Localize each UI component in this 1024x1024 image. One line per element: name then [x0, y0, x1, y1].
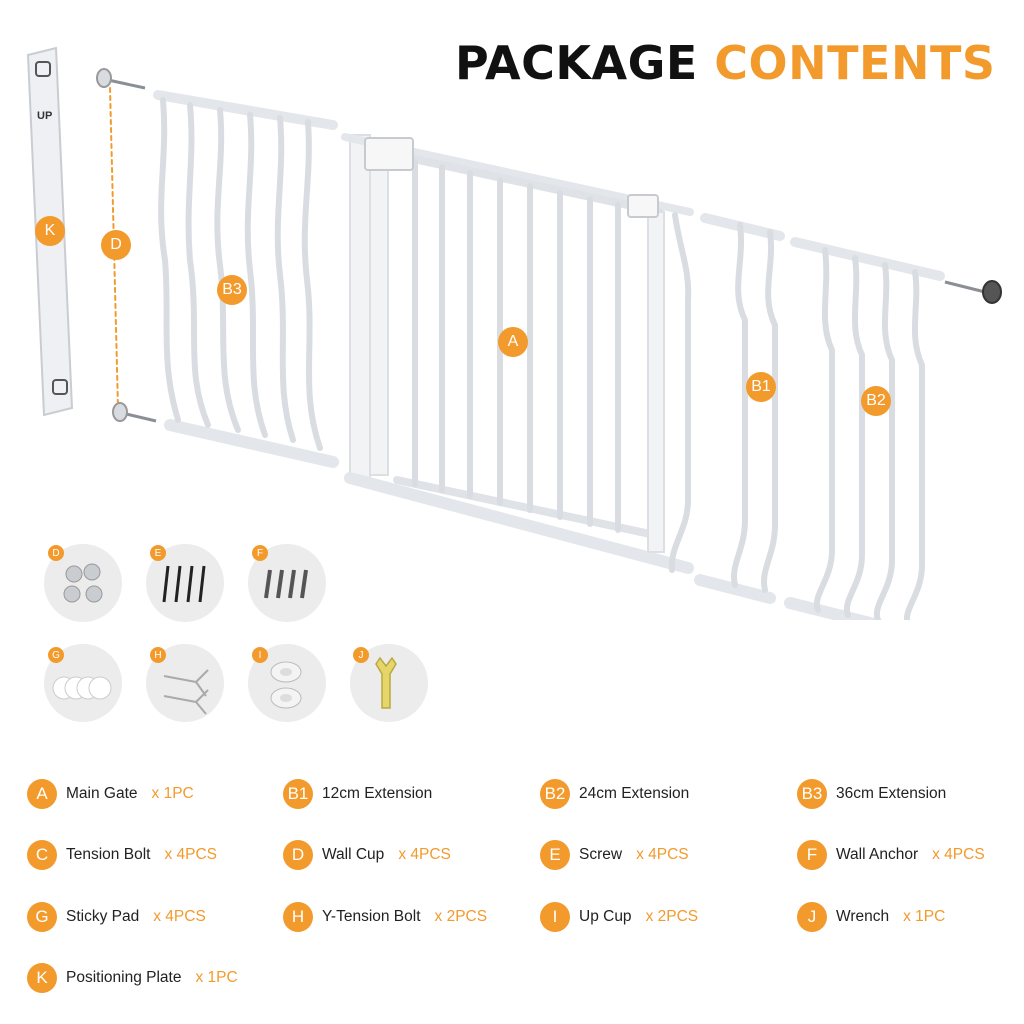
sticky-pad-icon: [52, 676, 112, 700]
legend-name: 36cm Extension: [836, 785, 947, 802]
wall-cup-icon: [63, 563, 103, 603]
legend-name: Wall Anchor: [836, 846, 919, 863]
plate-hole-bottom: [52, 379, 68, 395]
y-tension-bolt-icon: [163, 669, 209, 715]
legend-name: Up Cup: [579, 908, 632, 925]
title-part-1: PACKAGE: [455, 36, 698, 90]
legend-marker: G: [27, 902, 57, 932]
legend-marker: B3: [797, 779, 827, 809]
legend-name: Positioning Plate: [66, 969, 182, 986]
legend-marker: D: [283, 840, 313, 870]
legend-item-f: F Wall Anchor x 4PCS: [797, 840, 985, 870]
legend-item-b3: B3 36cm Extension: [797, 779, 946, 809]
marker-b2: B2: [861, 386, 891, 416]
legend-name: Wrench: [836, 908, 890, 925]
legend-item-g: G Sticky Pad x 4PCS: [27, 902, 206, 932]
legend-name: Tension Bolt: [66, 846, 151, 863]
legend-item-d: D Wall Cup x 4PCS: [283, 840, 451, 870]
legend-marker: K: [27, 963, 57, 993]
page-title: PACKAGE CONTENTS: [455, 36, 995, 90]
legend-name: Y-Tension Bolt: [322, 908, 421, 925]
screw-icon: [162, 565, 206, 603]
thumb-marker-i: I: [252, 647, 268, 663]
extension-b3: [153, 90, 339, 468]
legend-qty: x 4PCS: [153, 908, 206, 925]
main-gate-a: [341, 133, 694, 574]
legend-qty: x 1PC: [903, 908, 946, 925]
legend-marker: H: [283, 902, 313, 932]
title-part-2: CONTENTS: [714, 36, 996, 90]
legend-qty: x 2PCS: [645, 908, 699, 925]
marker-b1: B1: [746, 372, 776, 402]
up-cup-icon: [270, 661, 302, 709]
legend-qty: x 2PCS: [434, 908, 488, 925]
legend-name: Screw: [579, 846, 623, 863]
thumb-marker-d: D: [48, 545, 64, 561]
legend-name: 24cm Extension: [579, 785, 690, 802]
legend-item-c: C Tension Bolt x 4PCS: [27, 840, 217, 870]
marker-a: A: [498, 327, 528, 357]
thumb-marker-g: G: [48, 647, 64, 663]
wrench-icon: [375, 656, 397, 709]
plate-up-label: UP: [37, 110, 53, 122]
wall-anchor-icon: [264, 569, 308, 599]
extension-b1: [694, 213, 785, 604]
legend-item-b2: B2 24cm Extension: [540, 779, 689, 809]
extension-b2: [784, 237, 945, 620]
part-thumb-i: [248, 644, 326, 722]
legend-marker: C: [27, 840, 57, 870]
gate-illustration: [26, 46, 1002, 620]
legend-qty: x 1PC: [151, 785, 194, 802]
legend-qty: x 4PCS: [398, 846, 451, 863]
legend-qty: x 4PCS: [932, 846, 985, 863]
thumb-marker-f: F: [252, 545, 268, 561]
legend-item-h: H Y-Tension Bolt x 2PCS: [283, 902, 487, 932]
legend-marker: J: [797, 902, 827, 932]
legend-name: Sticky Pad: [66, 908, 140, 925]
legend-item-b1: B1 12cm Extension: [283, 779, 432, 809]
legend-marker: A: [27, 779, 57, 809]
legend-item-k: K Positioning Plate x 1PC: [27, 963, 238, 993]
marker-d: D: [101, 230, 131, 260]
legend-item-j: J Wrench x 1PC: [797, 902, 945, 932]
legend-name: Wall Cup: [322, 846, 385, 863]
thumb-marker-h: H: [150, 647, 166, 663]
thumb-marker-j: J: [353, 647, 369, 663]
legend-marker: I: [540, 902, 570, 932]
legend-marker: B2: [540, 779, 570, 809]
thumb-marker-e: E: [150, 545, 166, 561]
legend-marker: F: [797, 840, 827, 870]
legend-qty: x 1PC: [195, 969, 238, 986]
legend-marker: E: [540, 840, 570, 870]
tension-bolts: [96, 68, 1002, 423]
legend-name: 12cm Extension: [322, 785, 433, 802]
legend-item-a: A Main Gate x 1PC: [27, 779, 194, 809]
marker-b3: B3: [217, 275, 247, 305]
legend-name: Main Gate: [66, 785, 138, 802]
legend-marker: B1: [283, 779, 313, 809]
plate-hole-top: [35, 61, 51, 77]
legend-qty: x 4PCS: [636, 846, 689, 863]
legend-item-i: I Up Cup x 2PCS: [540, 902, 698, 932]
marker-k: K: [35, 216, 65, 246]
legend-qty: x 4PCS: [164, 846, 218, 863]
legend-item-e: E Screw x 4PCS: [540, 840, 689, 870]
